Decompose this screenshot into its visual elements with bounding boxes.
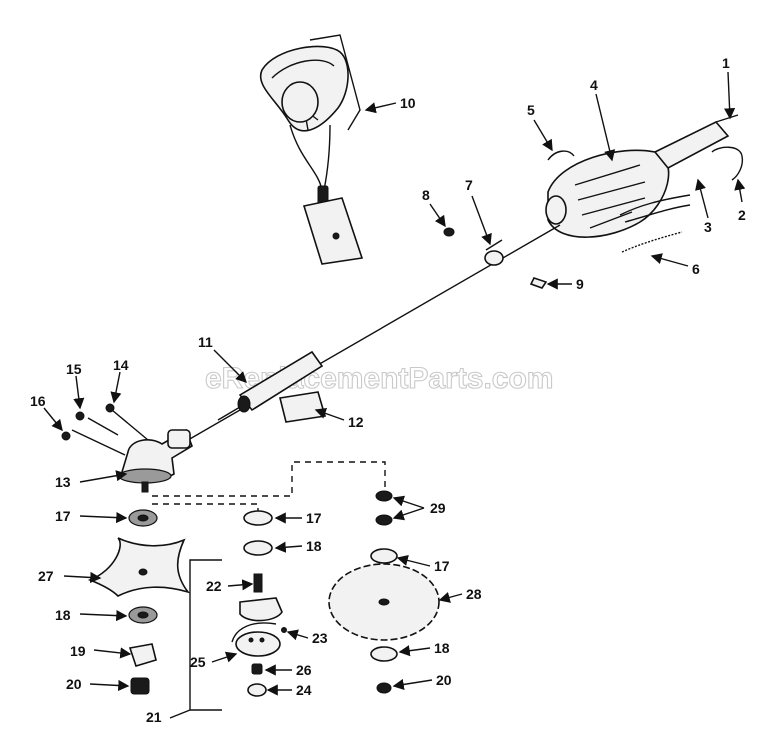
callout-3: 3 [704, 219, 712, 235]
clip-part [711, 146, 744, 181]
callout-17-right: 17 [434, 558, 450, 574]
callout-7: 7 [465, 177, 473, 193]
callout-21: 21 [146, 709, 162, 725]
clamp-part [443, 227, 548, 289]
assembly-path [152, 461, 386, 497]
hose-part [621, 231, 683, 253]
callout-18-middle: 18 [306, 538, 322, 554]
gear-head-part [61, 403, 193, 493]
callout-24: 24 [296, 682, 312, 698]
leader-lines [43, 71, 746, 696]
callout-8: 8 [422, 187, 430, 203]
engine-housing-part [545, 114, 739, 238]
callout-27: 27 [38, 568, 54, 584]
left-blade-stack [87, 509, 191, 695]
callout-14: 14 [113, 357, 129, 373]
callout-12: 12 [348, 414, 364, 430]
trimmer-head-stack [231, 510, 287, 697]
callout-19: 19 [70, 643, 86, 659]
callout-4: 4 [590, 77, 598, 93]
shaft-tube-part [217, 350, 324, 421]
callout-9: 9 [576, 276, 584, 292]
grommet-part [547, 150, 575, 161]
callout-28: 28 [466, 586, 482, 602]
callout-15: 15 [66, 361, 82, 377]
assembly-bracket [169, 559, 222, 719]
callout-5: 5 [527, 102, 535, 118]
harness-part [259, 34, 364, 265]
callout-20-right: 20 [436, 672, 452, 688]
callout-2: 2 [738, 207, 746, 223]
callout-26: 26 [296, 662, 312, 678]
callout-13: 13 [55, 474, 71, 490]
callout-20-left: 20 [66, 676, 82, 692]
callout-11: 11 [198, 334, 213, 350]
callout-17-middle: 17 [306, 510, 322, 526]
saw-blade-stack [328, 490, 440, 694]
callout-23: 23 [312, 630, 328, 646]
callout-29: 29 [430, 500, 446, 516]
callout-18-left: 18 [55, 607, 71, 623]
sleeve-part [279, 391, 327, 423]
callout-labels: 1 2 3 4 5 6 7 8 9 10 11 12 13 14 15 16 1… [30, 55, 746, 725]
callout-10: 10 [400, 95, 416, 111]
callout-17-left: 17 [55, 508, 71, 524]
callout-18-right: 18 [434, 640, 450, 656]
callout-1: 1 [722, 55, 730, 71]
callout-25: 25 [190, 654, 206, 670]
callout-6: 6 [692, 261, 700, 277]
assembly-path-2 [152, 503, 259, 516]
callout-22: 22 [206, 578, 222, 594]
callout-16: 16 [30, 393, 46, 409]
